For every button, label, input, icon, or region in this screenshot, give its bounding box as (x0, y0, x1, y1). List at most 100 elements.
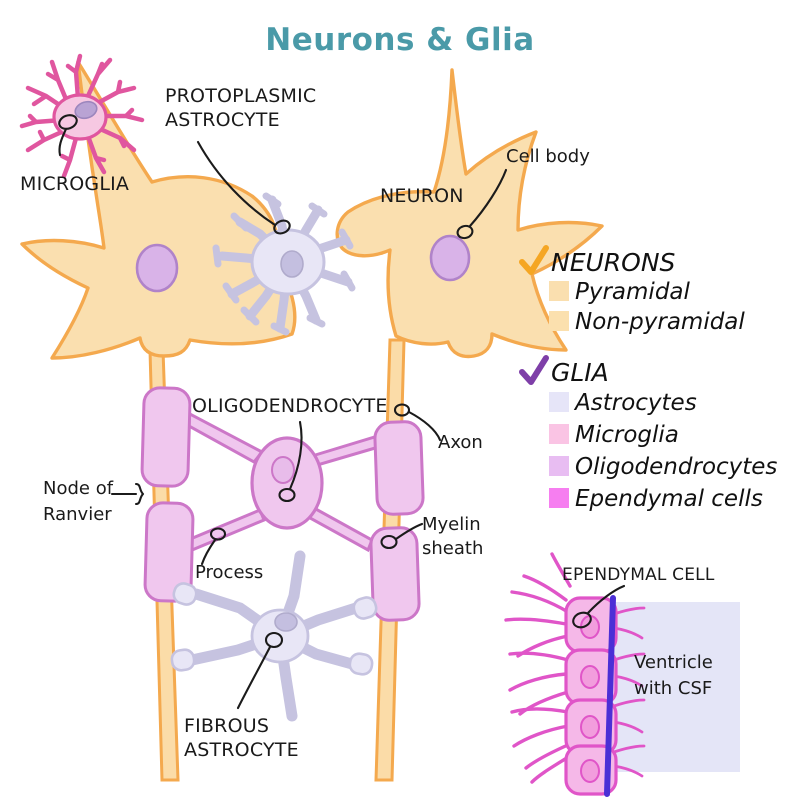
protoplasmic-pointer-ring (273, 219, 291, 235)
label-protoplasmic-astrocyte-line2: ASTROCYTE (165, 109, 280, 131)
legend-swatch-microglia (549, 424, 569, 444)
myelin-pointer-line (394, 522, 424, 541)
ependymal-pointer-ring (572, 611, 592, 629)
label-oligodendrocyte: OLIGODENDROCYTE (192, 395, 388, 417)
neuron-right-nucleus (429, 234, 471, 282)
oligodendrocyte-cell (250, 436, 324, 530)
legend-label-microglia: Microglia (575, 422, 679, 448)
microglia-pointer-ring (58, 114, 78, 130)
legend-group-glia[interactable]: GLIA Astrocytes Microglia Oligodendrocyt… (519, 355, 777, 512)
fibrous-pointer-line (236, 645, 272, 710)
legend-label-pyramidal: Pyramidal (575, 279, 691, 305)
legend-label-non-pyramidal: Non-pyramidal (575, 309, 745, 335)
protoplasmic-astrocyte-endfeet (212, 192, 356, 336)
check-icon-glia (519, 355, 549, 385)
oligodendrocyte-pointer-line (288, 420, 303, 491)
legend-label-ependymal-cells: Ependymal cells (575, 486, 763, 512)
oligodendrocyte-pointer (278, 420, 303, 503)
label-ventricle-line1: Ventricle (634, 652, 713, 673)
endfoot-lower-right (348, 652, 374, 676)
myelin-right-lower (369, 526, 421, 622)
microglia-nucleus (74, 100, 98, 120)
protoplasmic-pointer-line (196, 140, 277, 227)
legend-heading-glia: GLIA (551, 358, 609, 387)
myelin-right-upper (373, 420, 425, 516)
legend-label-astrocytes: Astrocytes (573, 390, 697, 416)
process-pointer (200, 527, 227, 566)
legend-heading-neurons: NEURONS (551, 248, 676, 277)
legend-group-neurons[interactable]: NEURONS Pyramidal Non-pyramidal (519, 245, 745, 335)
process-lower-left (186, 508, 266, 552)
legend-swatch-non-pyramidal (549, 311, 569, 331)
csf-boundary-line (604, 595, 616, 797)
label-fibrous-astrocyte-line2: ASTROCYTE (184, 739, 299, 761)
fibrous-pointer-ring (264, 631, 284, 649)
fibrous-astrocyte-nucleus (274, 612, 298, 632)
endfoot-lower-left (170, 648, 196, 672)
legend-swatch-pyramidal (549, 281, 569, 301)
legend-swatch-astrocytes (549, 392, 569, 412)
oligodendrocyte-nucleus (271, 456, 295, 484)
label-ventricle-line2: with CSF (634, 678, 712, 699)
endfoot-upper-left (172, 582, 198, 606)
myelin-sheath-pointer (380, 522, 424, 550)
label-node-of-ranvier-line2: Ranvier (43, 504, 112, 525)
neuron-pyramidal-right (335, 68, 604, 359)
cell-body-pointer-ring (456, 224, 474, 240)
label-axon: Axon (438, 432, 483, 453)
neuron-right-soma (335, 68, 604, 359)
fibrous-astrocyte-endfeet (170, 582, 378, 676)
fibrous-astrocyte-pointer (236, 631, 284, 710)
protoplasmic-astrocyte-pointer (196, 140, 291, 235)
ependymal-inset (504, 552, 740, 797)
process-pointer-line (200, 538, 217, 566)
ependymal-pointer (572, 584, 626, 629)
myelin-pointer-ring (380, 534, 398, 550)
node-of-ranvier-brace (110, 482, 145, 506)
ependymal-nucleus-3 (580, 715, 600, 739)
endfoot-upper-right (352, 596, 378, 620)
label-microglia: MICROGLIA (20, 173, 129, 195)
label-myelin-sheath-line1: Myelin (422, 514, 481, 535)
cell-body-pointer-line (468, 168, 508, 228)
check-icon-neurons (519, 245, 549, 275)
astrocyte-fibrous-cell (170, 550, 378, 722)
node-of-ranvier-brace-shape (134, 482, 145, 506)
myelin-left-upper (140, 386, 192, 488)
astrocyte-protoplasmic-cell (212, 192, 356, 336)
axon-pointer-ring (393, 403, 411, 417)
legend: NEURONS Pyramidal Non-pyramidal GLIA Ast… (519, 245, 777, 512)
axon-pointer-line (407, 410, 442, 442)
label-node-of-ranvier-line1: Node of (43, 478, 114, 499)
axon-pointer (393, 403, 442, 442)
protoplasmic-astrocyte-nucleus (280, 250, 304, 278)
ependymal-nucleus-4 (580, 759, 600, 783)
label-protoplasmic-astrocyte-line1: PROTOPLASMIC (165, 85, 316, 107)
process-lower-right (308, 505, 374, 553)
ependymal-pointer-line (586, 584, 626, 615)
ventricle-region (608, 602, 740, 772)
label-cell-body: Cell body (506, 146, 590, 167)
microglia-pointer-line (58, 127, 68, 157)
label-myelin-sheath-line2: sheath (422, 538, 483, 559)
label-neuron: NEURON (380, 185, 464, 207)
legend-swatch-oligodendrocytes (549, 456, 569, 476)
label-process: Process (195, 562, 263, 583)
neuron-left-nucleus (135, 243, 179, 293)
legend-label-oligodendrocytes: Oligodendrocytes (575, 454, 777, 480)
myelin-sheath-segments (140, 386, 425, 622)
process-pointer-ring (209, 527, 227, 541)
ependymal-cilia (504, 552, 572, 784)
legend-swatch-ependymal-cells (549, 488, 569, 508)
oligodendrocyte-pointer-ring (278, 487, 296, 503)
ependymal-nucleus-2 (580, 665, 600, 689)
process-upper-right (310, 434, 385, 468)
cell-body-pointer (456, 168, 508, 240)
microglia-processes (19, 53, 145, 179)
page-title: Neurons & Glia (265, 22, 534, 58)
label-ependymal-cell: EPENDYMAL CELL (562, 565, 715, 585)
microglia-pointer (58, 114, 78, 157)
label-fibrous-astrocyte-line1: FIBROUS (184, 715, 269, 737)
